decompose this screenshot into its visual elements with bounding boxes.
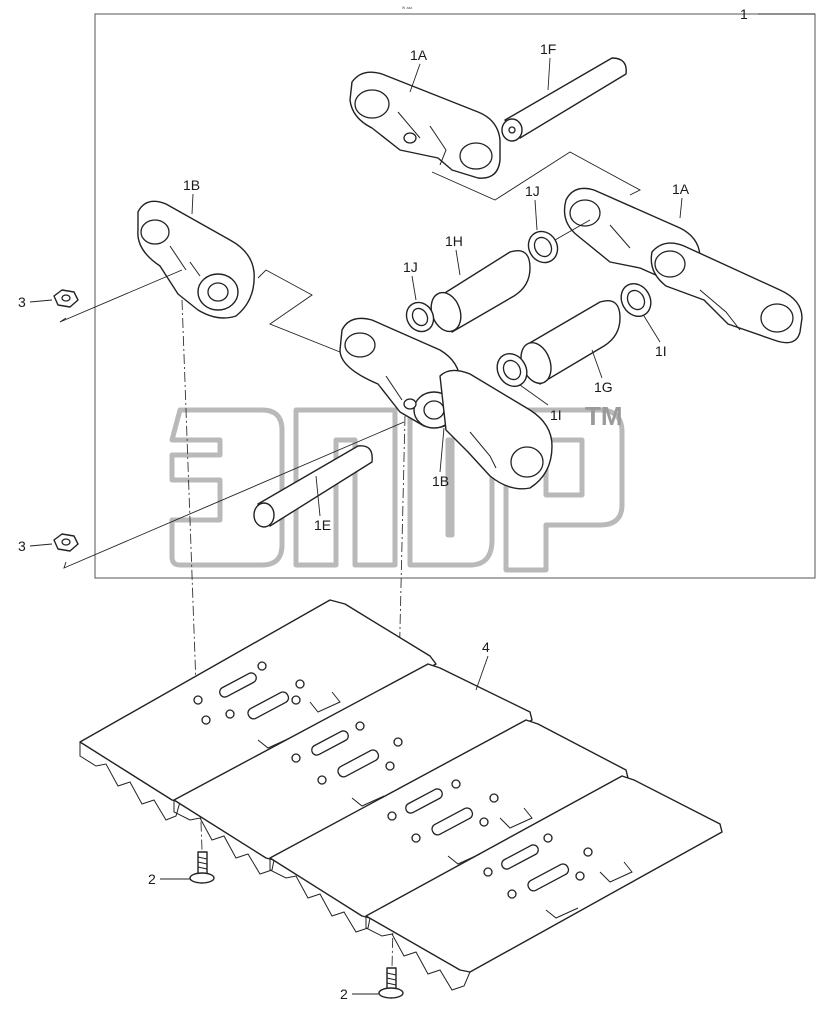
label-1e: 1E	[314, 517, 331, 533]
header-mark: ᵂ ᵃᵃᵃ	[402, 6, 412, 12]
watermark-trademark: TM	[585, 401, 623, 431]
label-1h: 1H	[445, 233, 463, 249]
label-1f: 1F	[540, 41, 556, 57]
track-shoe-assembly	[79, 599, 723, 991]
seal-1i-left	[496, 352, 528, 388]
label-1j-right: 1J	[525, 183, 540, 199]
pin-1f	[501, 57, 627, 142]
label-1g: 1G	[594, 379, 613, 395]
bushing-1h	[430, 250, 531, 333]
bolt-bottom	[378, 967, 404, 999]
link-1a-right	[563, 187, 803, 344]
label-1a-top: 1A	[410, 47, 428, 63]
pin-1e	[253, 445, 373, 528]
label-1b-left: 1B	[183, 177, 200, 193]
label-bolt-top: 2	[148, 871, 156, 887]
nut-top	[53, 289, 79, 308]
label-bolt-bottom: 2	[340, 986, 348, 1002]
bolt-top	[189, 851, 215, 884]
label-assembly: 1	[740, 6, 748, 22]
link-1b-center	[339, 317, 553, 490]
watermark-logo: TM	[169, 401, 625, 573]
assembly-frame	[94, 13, 816, 579]
label-1i-right: 1I	[655, 343, 667, 359]
label-track-shoe: 4	[482, 639, 490, 655]
label-1a-right: 1A	[672, 181, 690, 197]
label-1j-left: 1J	[403, 259, 418, 275]
label-nut-top: 3	[18, 294, 26, 310]
seal-1j-left	[405, 301, 435, 333]
label-1i-left: 1I	[550, 407, 562, 423]
bushing-1g	[520, 300, 621, 385]
link-1b-left	[137, 200, 255, 319]
label-1b-center: 1B	[432, 473, 449, 489]
seal-1i-right	[620, 282, 652, 318]
link-1a-top	[349, 71, 501, 179]
nut-bottom	[53, 533, 79, 552]
label-nut-bottom: 3	[18, 538, 26, 554]
